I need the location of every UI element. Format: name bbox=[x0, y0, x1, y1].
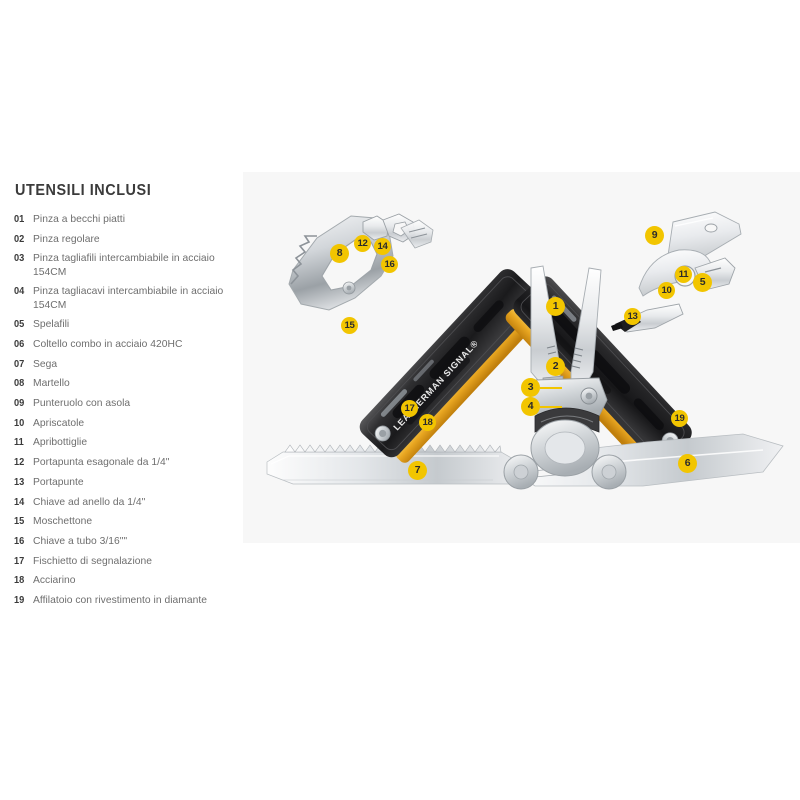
tool-list-item: 14 Chiave ad anello da 1/4" bbox=[14, 496, 240, 509]
tool-number: 16 bbox=[14, 534, 25, 547]
tool-list-item: 02 Pinza regolare bbox=[14, 233, 240, 246]
callout-badge-16[interactable]: 16 bbox=[381, 256, 398, 273]
tool-number: 12 bbox=[14, 456, 25, 469]
callout-badge-7[interactable]: 7 bbox=[408, 461, 427, 480]
callout-badge-18[interactable]: 18 bbox=[419, 414, 436, 431]
tool-number: 08 bbox=[14, 377, 25, 390]
tool-label: Apriscatole bbox=[33, 417, 85, 429]
tool-number: 04 bbox=[14, 285, 25, 298]
tool-label: Spelafili bbox=[33, 319, 70, 331]
callout-badge-6[interactable]: 6 bbox=[678, 454, 697, 473]
tool-number: 14 bbox=[14, 495, 25, 508]
tool-label: Pinza tagliacavi intercambiabile in acci… bbox=[33, 286, 224, 311]
tool-number: 07 bbox=[14, 357, 25, 370]
tool-list-item: 18 Acciarino bbox=[14, 574, 240, 587]
tool-list-item: 03 Pinza tagliafili intercambiabile in ac… bbox=[14, 252, 240, 278]
tool-list-item: 15 Moschettone bbox=[14, 515, 240, 528]
callout-badge-4[interactable]: 4 bbox=[521, 397, 540, 416]
page-title: UTENSILI INCLUSI bbox=[15, 182, 152, 199]
callout-badge-15[interactable]: 15 bbox=[341, 317, 358, 334]
tool-label: Acciarino bbox=[33, 575, 76, 587]
tool-list-item: 04 Pinza tagliacavi intercambiabile in ac… bbox=[14, 285, 240, 311]
callout-badge-14[interactable]: 14 bbox=[374, 238, 391, 255]
tool-list-item: 06 Coltello combo in acciaio 420HC bbox=[14, 338, 240, 351]
tool-number: 01 bbox=[14, 213, 25, 225]
tool-number: 06 bbox=[14, 337, 25, 350]
tool-list-item: 13 Portapunte bbox=[14, 476, 240, 489]
callout-badge-10[interactable]: 10 bbox=[658, 282, 675, 299]
tool-number: 11 bbox=[14, 436, 24, 449]
tool-list-item: 12 Portapunta esagonale da 1/4" bbox=[14, 456, 240, 469]
tool-list-item: 07 Sega bbox=[14, 358, 240, 371]
tool-number: 05 bbox=[14, 318, 25, 331]
tool-number: 10 bbox=[14, 416, 25, 429]
tool-number: 15 bbox=[14, 515, 25, 528]
tool-label: Chiave a tubo 3/16"" bbox=[33, 535, 128, 547]
tool-list-item: 08 Martello bbox=[14, 377, 240, 390]
tool-label: Martello bbox=[33, 378, 70, 390]
tool-number: 09 bbox=[14, 397, 25, 410]
callout-badge-2[interactable]: 2 bbox=[546, 357, 565, 376]
tool-list-item: 01 Pinza a becchi piatti bbox=[14, 213, 240, 226]
tool-label: Punteruolo con asola bbox=[33, 398, 131, 410]
tool-label: Pinza a becchi piatti bbox=[33, 214, 126, 225]
tool-label: Pinza tagliafili intercambiabile in acci… bbox=[33, 253, 215, 278]
callout-leader-line bbox=[540, 387, 562, 389]
callout-badge-19[interactable]: 19 bbox=[671, 410, 688, 427]
tool-label: Affilatoio con rivestimento in diamante bbox=[33, 595, 208, 607]
tool-label: Sega bbox=[33, 358, 58, 370]
tool-label: Chiave ad anello da 1/4" bbox=[33, 496, 146, 508]
tool-list-item: 17 Fischietto di segnalazione bbox=[14, 555, 240, 568]
tool-number: 13 bbox=[14, 475, 25, 488]
tool-number: 18 bbox=[14, 574, 25, 587]
tool-label: Pinza regolare bbox=[33, 233, 100, 245]
tool-label: Fischietto di segnalazione bbox=[33, 555, 153, 567]
tool-list-item: 16 Chiave a tubo 3/16"" bbox=[14, 535, 240, 548]
callout-badge-12[interactable]: 12 bbox=[354, 235, 371, 252]
callout-badge-13[interactable]: 13 bbox=[624, 308, 641, 325]
callout-badge-11[interactable]: 11 bbox=[675, 266, 692, 283]
tool-number: 02 bbox=[14, 232, 25, 245]
tool-list-item: 11 Apribottiglie bbox=[14, 436, 240, 449]
tool-label: Moschettone bbox=[33, 516, 93, 528]
included-tools-panel: UTENSILI INCLUSI 01 Pinza a becchi piatti… bbox=[14, 182, 240, 614]
tool-label: Portapunte bbox=[33, 476, 84, 488]
callout-badge-17[interactable]: 17 bbox=[401, 400, 418, 417]
tool-list-item: 10 Apriscatole bbox=[14, 417, 240, 430]
tool-number: 17 bbox=[14, 554, 25, 567]
tool-list-item: 09 Punteruolo con asola bbox=[14, 397, 240, 410]
tool-number: 03 bbox=[14, 252, 25, 265]
tool-list-item: 05 Spelafili bbox=[14, 318, 240, 331]
tool-list-item: 19 Affilatoio con rivestimento in diamant… bbox=[14, 594, 240, 607]
callout-badge-9[interactable]: 9 bbox=[645, 226, 664, 245]
callout-badge-1[interactable]: 1 bbox=[546, 297, 565, 316]
tool-label: Apribottiglie bbox=[33, 437, 88, 449]
callout-badge-3[interactable]: 3 bbox=[521, 378, 540, 397]
callout-badge-5[interactable]: 5 bbox=[693, 273, 712, 292]
callout-leader-line bbox=[540, 406, 562, 408]
tool-label: Portapunta esagonale da 1/4" bbox=[33, 457, 170, 469]
tool-number: 19 bbox=[14, 594, 25, 607]
tool-label: Coltello combo in acciaio 420HC bbox=[33, 338, 183, 350]
callout-badge-8[interactable]: 8 bbox=[330, 244, 349, 263]
multitool-illustration bbox=[266, 211, 784, 490]
